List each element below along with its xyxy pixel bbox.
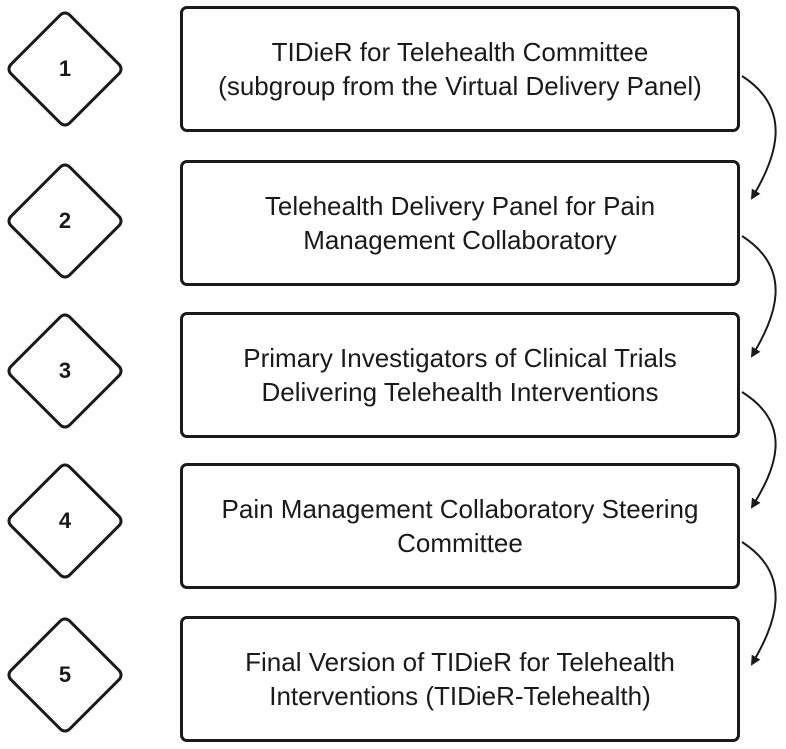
step-box: TIDieR for Telehealth Committee (subgrou… xyxy=(180,6,740,132)
step-text: Telehealth Delivery Panel for Pain Manag… xyxy=(251,189,669,257)
step-text-line: Final Version of TIDieR for Telehealth xyxy=(245,647,675,677)
connector-arrow-2-3 xyxy=(741,235,777,358)
step-box: Pain Management Collaboratory Steering C… xyxy=(180,463,740,589)
step-text-line: TIDieR for Telehealth Committee xyxy=(271,37,649,67)
step-text-line: Delivering Telehealth Interventions xyxy=(261,377,659,407)
step-number: 4 xyxy=(58,508,72,533)
step-text-line: Primary Investigators of Clinical Trials xyxy=(243,343,677,373)
step-box: Final Version of TIDieR for Telehealth I… xyxy=(180,616,740,742)
step-text: Pain Management Collaboratory Steering C… xyxy=(208,492,713,560)
step-text-line: Interventions (TIDieR-Telehealth) xyxy=(269,681,651,711)
connector-arrow-4-5 xyxy=(741,541,777,666)
step-text-line: Management Collaboratory xyxy=(303,225,617,255)
step-number: 1 xyxy=(58,56,72,81)
connector-arrow-3-4 xyxy=(741,391,777,509)
step-number: 2 xyxy=(58,208,72,233)
step-text: TIDieR for Telehealth Committee (subgrou… xyxy=(204,35,716,103)
step-text-line: Committee xyxy=(397,528,523,558)
step-text-line: Pain Management Collaboratory Steering xyxy=(221,494,699,524)
step-text: Primary Investigators of Clinical Trials… xyxy=(229,341,690,409)
step-box: Primary Investigators of Clinical Trials… xyxy=(180,312,740,438)
step-text-line: (subgroup from the Virtual Delivery Pane… xyxy=(218,71,702,101)
step-box: Telehealth Delivery Panel for Pain Manag… xyxy=(180,160,740,286)
step-text-line: Telehealth Delivery Panel for Pain xyxy=(264,191,656,221)
connector-arrow-1-2 xyxy=(741,75,777,200)
step-text: Final Version of TIDieR for Telehealth I… xyxy=(231,645,689,713)
step-number: 5 xyxy=(58,662,72,687)
step-number: 3 xyxy=(58,358,72,383)
